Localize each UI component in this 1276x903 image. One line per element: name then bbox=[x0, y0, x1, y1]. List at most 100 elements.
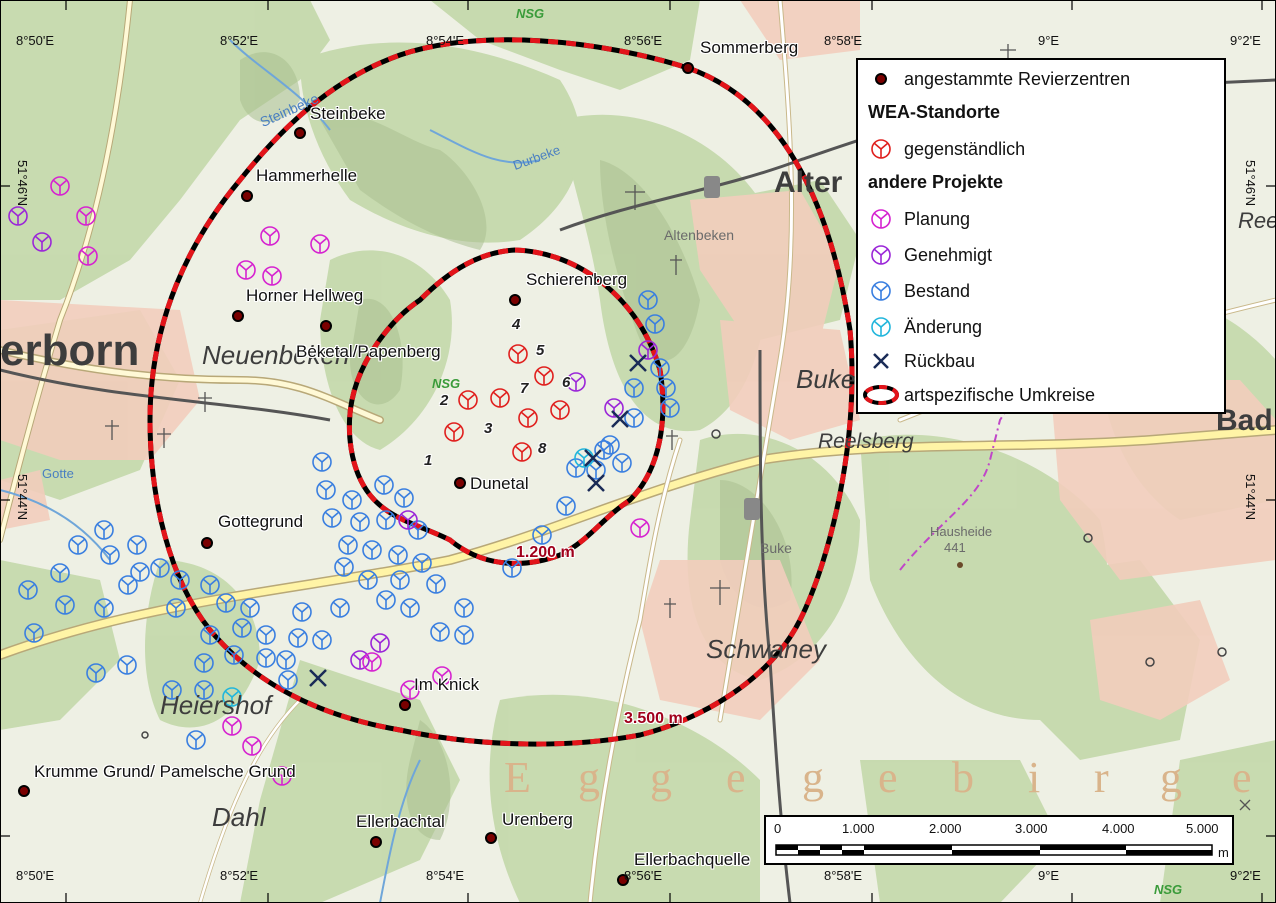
legend-item-change: Änderung bbox=[858, 310, 982, 344]
coord-right-0: 51°46'N bbox=[1243, 160, 1258, 206]
legend-item-territory-center: angestammte Revierzentren bbox=[858, 62, 1130, 96]
eggegebirge-letter: E bbox=[504, 753, 531, 802]
coord-bottom-1: 8°52'E bbox=[220, 868, 259, 883]
scale-tick: 1.000 bbox=[842, 821, 875, 836]
turbine-number-3: 3 bbox=[484, 420, 493, 437]
legend-label: Bestand bbox=[904, 280, 971, 301]
legend-item-approved: Genehmigt bbox=[858, 238, 992, 272]
center-label-steinbeke: Steinbeke bbox=[310, 104, 386, 123]
legend-label: Genehmigt bbox=[904, 244, 993, 265]
legend-label: artspezifische Umkreise bbox=[904, 384, 1096, 405]
x-mark-icon bbox=[858, 351, 904, 371]
coord-left-0: 51°46'N bbox=[15, 160, 30, 206]
point-symbols bbox=[141, 429, 1227, 739]
coord-bottom-5: 9°E bbox=[1038, 868, 1060, 883]
turbine-number-8: 8 bbox=[538, 440, 547, 457]
scale-tick: 5.000 bbox=[1186, 821, 1219, 836]
legend-label: Änderung bbox=[904, 316, 983, 337]
place-buke-small: Buke bbox=[760, 540, 792, 556]
place-schwaney: Schwaney bbox=[706, 634, 826, 664]
coord-bottom-3: 8°56'E bbox=[624, 868, 663, 883]
turbine-icon bbox=[858, 279, 904, 303]
coord-bottom-4: 8°58'E bbox=[824, 868, 863, 883]
territory-center-icon bbox=[858, 72, 904, 86]
ring-3500m bbox=[147, 37, 855, 747]
place-reelsberg: Reelsberg bbox=[818, 430, 914, 453]
center-label-beketal-papenberg: Beketal/Papenberg bbox=[296, 342, 441, 361]
center-label-urenberg: Urenberg bbox=[502, 810, 573, 829]
eggegebirge-letter: i bbox=[1028, 753, 1041, 802]
place-hausheide: Hausheide bbox=[930, 524, 993, 539]
eggegebirge-letter: b bbox=[952, 753, 974, 802]
legend-label: angestammte Revierzentren bbox=[904, 68, 1131, 89]
scale-bar-graphic bbox=[775, 844, 1213, 856]
territory-centers bbox=[18, 62, 694, 886]
station-icons bbox=[704, 176, 760, 520]
legend-item-dismantled: Rückbau bbox=[858, 344, 975, 378]
ring-label-1200m: 1.200 m bbox=[516, 544, 575, 561]
turbine-number-2: 2 bbox=[440, 392, 449, 409]
legend-item-existing: Bestand bbox=[858, 274, 970, 308]
place-buke-large: Buke bbox=[796, 364, 856, 394]
turbine-number-6: 6 bbox=[562, 374, 571, 391]
center-label-horner-hellweg: Horner Hellweg bbox=[246, 286, 364, 305]
legend-label: Rückbau bbox=[904, 350, 976, 371]
nsg-label-mid: NSG bbox=[432, 376, 461, 391]
place-ree-partial: Ree bbox=[1238, 208, 1276, 233]
place-dahl: Dahl bbox=[212, 802, 266, 832]
eggegebirge-letter: e bbox=[1232, 753, 1252, 802]
map-symbols bbox=[105, 44, 1251, 811]
center-label-gottegrund: Gottegrund bbox=[218, 512, 304, 531]
eggegebirge-letter: g bbox=[578, 753, 600, 802]
ring-icon bbox=[858, 383, 904, 407]
place-paderborn: erborn bbox=[0, 326, 140, 375]
coord-bottom-6: 9°2'E bbox=[1230, 868, 1261, 883]
center-label-ellerbachtal: Ellerbachtal bbox=[356, 812, 445, 831]
center-label-sommerberg: Sommerberg bbox=[700, 38, 799, 57]
eggegebirge-letter: e bbox=[726, 753, 746, 802]
place-heiersho: Heiershof bbox=[160, 690, 272, 720]
center-label-im-knick: Im Knick bbox=[414, 675, 480, 694]
legend-heading-wea: WEA-Standorte bbox=[868, 102, 1000, 122]
coord-top-6: 9°2'E bbox=[1230, 33, 1261, 48]
streams bbox=[0, 39, 541, 903]
place-neuenbeken: Neuenbeken bbox=[202, 340, 350, 370]
place-altenbeken-large: Alter bbox=[774, 166, 843, 199]
eggegebirge-letter: r bbox=[1094, 753, 1109, 802]
coord-top-2: 8°54'E bbox=[426, 33, 465, 48]
nsg-label-top: NSG bbox=[516, 6, 545, 21]
scale-tick: 4.000 bbox=[1102, 821, 1135, 836]
legend-label: Planung bbox=[904, 208, 971, 229]
place-altenbeken-small: Altenbeken bbox=[664, 227, 735, 243]
coord-bottom-2: 8°54'E bbox=[426, 868, 465, 883]
coord-top-3: 8°56'E bbox=[624, 33, 663, 48]
turbine-number-7: 7 bbox=[520, 380, 529, 397]
scale-tick: 0 bbox=[774, 821, 782, 836]
center-label-schierenberg: Schierenberg bbox=[526, 270, 628, 289]
center-label-krumme-grund: Krumme Grund/ Pamelsche Grund bbox=[34, 762, 296, 781]
turbine-number-1: 1 bbox=[424, 452, 433, 469]
coord-top-1: 8°52'E bbox=[220, 33, 259, 48]
coord-left-1: 51°44'N bbox=[15, 474, 30, 520]
coord-bottom-0: 8°50'E bbox=[16, 868, 55, 883]
center-label-ellerbachquelle: Ellerbachquelle bbox=[634, 850, 751, 869]
legend-label: gegenständlich bbox=[904, 138, 1026, 159]
turbine-icon bbox=[858, 315, 904, 339]
scale-tick: 3.000 bbox=[1015, 821, 1048, 836]
coord-top-0: 8°50'E bbox=[16, 33, 55, 48]
coord-top-4: 8°58'E bbox=[824, 33, 863, 48]
legend-item-subject: gegenständlich bbox=[858, 132, 1025, 166]
scale-unit: m bbox=[1218, 845, 1229, 860]
scale-bar: 0 1.000 2.000 3.000 4.000 5.000 m bbox=[764, 815, 1234, 865]
ring-label-3500m: 3.500 m bbox=[624, 710, 683, 727]
map-legend: angestammte Revierzentren WEA-Standorte … bbox=[856, 58, 1226, 414]
place-hausheide-elevation: 441 bbox=[944, 540, 966, 555]
turbine-icon bbox=[858, 137, 904, 161]
scale-tick: 2.000 bbox=[929, 821, 962, 836]
legend-heading-other: andere Projekte bbox=[868, 172, 1004, 192]
place-gotte-stream: Gotte bbox=[42, 466, 74, 481]
turbine-number-5: 5 bbox=[536, 342, 545, 359]
